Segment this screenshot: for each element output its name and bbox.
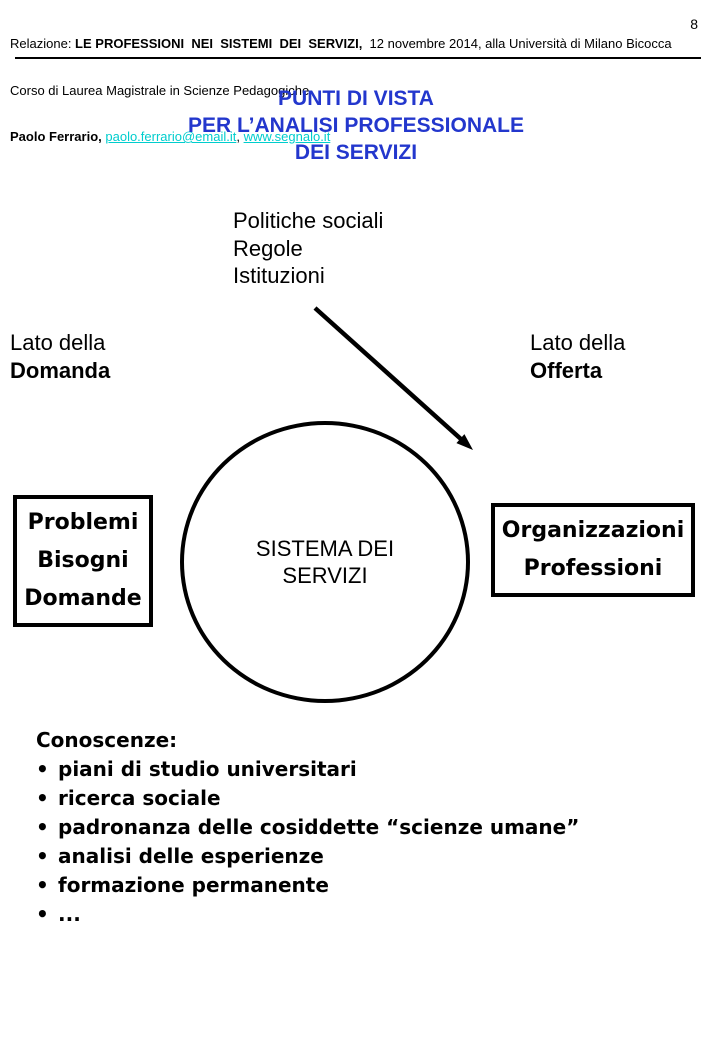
slide-title-line-2: PER L’ANALISI PROFESSIONALE: [187, 114, 525, 137]
knowledge-item-text: ...: [58, 902, 81, 926]
knowledge-item: • formazione permanente: [36, 871, 579, 900]
knowledge-item: • piani di studio universitari: [36, 755, 579, 784]
knowledge-item-text: formazione permanente: [58, 873, 329, 897]
circle-text-line-2: SERVIZI: [282, 563, 368, 588]
website-link[interactable]: www.segnalo.it: [243, 129, 331, 144]
supply-side-label-top: Lato della: [530, 330, 626, 355]
services-system-circle-text: SISTEMA DEI SERVIZI: [256, 535, 394, 589]
header-divider: [15, 57, 701, 59]
knowledge-item-text: piani di studio universitari: [58, 757, 357, 781]
knowledge-item-text: analisi delle esperienze: [58, 844, 324, 868]
bullet-icon: •: [36, 786, 49, 810]
knowledge-item-text: padronanza delle cosiddette “scienze uma…: [58, 815, 580, 839]
knowledge-item: • ricerca sociale: [36, 784, 579, 813]
bullet-icon: •: [36, 844, 49, 868]
supply-side-label-bold: Offerta: [530, 358, 603, 383]
knowledge-heading: Conoscenze:: [36, 728, 178, 752]
demand-side-label: Lato della Domanda: [10, 329, 110, 385]
demand-box: Problemi Bisogni Domande: [13, 495, 153, 627]
policies-line: Istituzioni: [233, 263, 325, 288]
policies-line: Politiche sociali: [233, 208, 384, 233]
policies-text: Politiche sociali Regole Istituzioni: [233, 207, 383, 290]
services-system-circle: SISTEMA DEI SERVIZI: [180, 421, 470, 703]
bullet-icon: •: [36, 873, 49, 897]
knowledge-list: Conoscenze: • piani di studio universitar…: [36, 726, 579, 929]
relazione-label: Relazione:: [10, 36, 76, 51]
slide-title: PUNTI DI VISTA PER L’ANALISI PROFESSIONA…: [0, 85, 712, 166]
header-line-2: Corso di Laurea Magistrale in Scienze Pe…: [10, 82, 310, 98]
supply-box: Organizzazioni Professioni: [491, 503, 695, 597]
header-block: Relazione: LE PROFESSIONI NEI SISTEMI DE…: [10, 5, 672, 176]
knowledge-item-text: ricerca sociale: [58, 786, 221, 810]
event-title: LE PROFESSIONI NEI SISTEMI DEI SERVIZI,: [75, 36, 363, 51]
knowledge-item: •...: [36, 900, 579, 929]
header-line-1: Relazione: LE PROFESSIONI NEI SISTEMI DE…: [10, 36, 672, 52]
supply-side-label: Lato della Offerta: [530, 329, 625, 385]
knowledge-item: • analisi delle esperienze: [36, 842, 579, 871]
event-details: 12 novembre 2014, alla Università di Mil…: [362, 36, 672, 51]
demand-box-item: Bisogni: [37, 548, 129, 573]
knowledge-item: • padronanza delle cosiddette “scienze um…: [36, 813, 579, 842]
demand-box-item: Domande: [24, 586, 142, 611]
bullet-icon: •: [36, 757, 49, 781]
demand-side-label-bold: Domanda: [10, 358, 111, 383]
demand-box-item: Problemi: [27, 510, 139, 535]
supply-box-item: Professioni: [523, 556, 663, 581]
email-link[interactable]: paolo.ferrario@email.it: [105, 129, 237, 144]
slide-title-line-3: DEI SERVIZI: [294, 141, 418, 164]
policies-line: Regole: [233, 235, 303, 261]
link-separator: ,: [236, 129, 244, 144]
bullet-icon: •: [36, 902, 49, 926]
page-number: 8: [690, 16, 698, 32]
header-line-3: Paolo Ferrario, paolo.ferrario@email.it,…: [10, 129, 672, 145]
bullet-icon: •: [36, 815, 49, 839]
supply-box-item: Organizzazioni: [501, 518, 685, 543]
demand-side-label-top: Lato della: [10, 330, 106, 355]
author-name: Paolo Ferrario,: [10, 129, 102, 144]
slide-title-line-1: PUNTI DI VISTA: [278, 87, 434, 110]
circle-text-line-1: SISTEMA DEI: [255, 536, 395, 561]
